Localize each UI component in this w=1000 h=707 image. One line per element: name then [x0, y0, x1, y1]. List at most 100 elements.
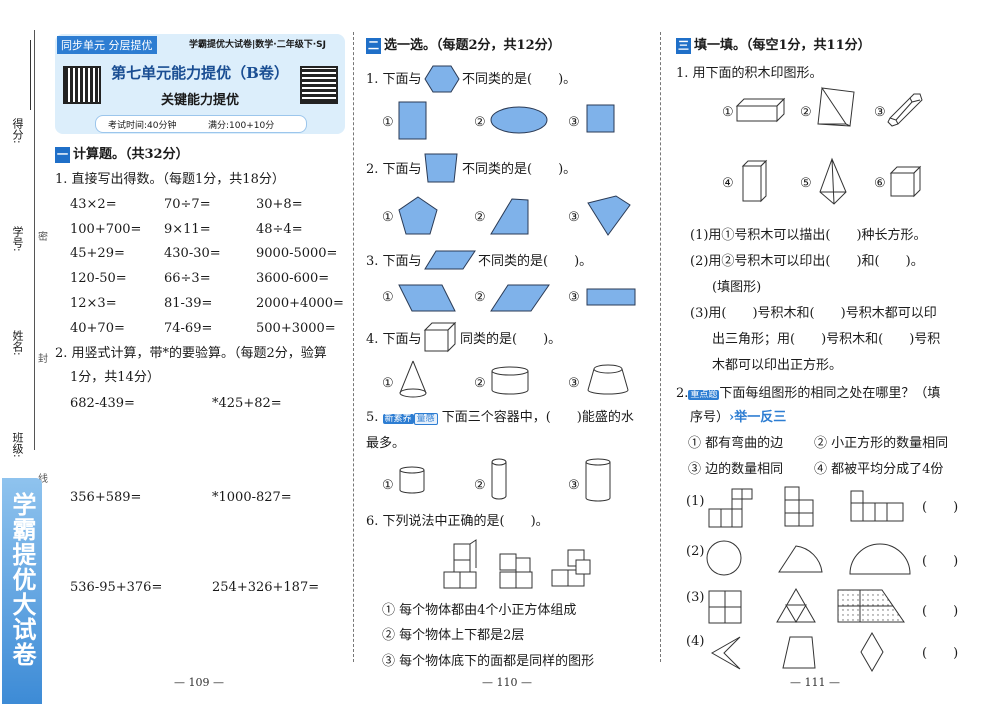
oral-item: 500+3000=	[256, 321, 336, 336]
block-num-4: ④	[722, 176, 734, 191]
oral-item: 48÷4=	[256, 222, 303, 237]
rhombus-icon	[860, 632, 884, 672]
s3-c4: ④ 都被平均分成了4份	[814, 462, 944, 477]
section3-number-icon: 三	[676, 38, 691, 54]
cuboid-block-icon	[735, 97, 786, 123]
section1-q1: 1. 直接写出得数。（每题1分，共18分）	[55, 172, 285, 187]
name-label: 姓名:	[11, 330, 24, 356]
dotted-trapezoid-icon	[837, 589, 905, 623]
s2-q2-opt3: ③	[568, 210, 580, 225]
tetromino-grid-icon	[708, 488, 753, 528]
s2-q4-opt3: ③	[568, 376, 580, 391]
column-divider-1	[353, 32, 354, 662]
s2-q4-opt2: ②	[474, 376, 486, 391]
s2-q6-statement3: ③ 每个物体底下的面都是同样的图形	[382, 654, 595, 669]
s2-q3-part2: 不同类的是( )。	[478, 254, 593, 269]
seal-char-3: 线	[38, 474, 48, 485]
s3-q2-text: 下面每组图形的相同之处在哪里？（填	[719, 386, 941, 401]
header-series: 学霸提优大试卷|数学·二年级下·SJ	[189, 40, 326, 50]
written-item: *425+82=	[212, 396, 282, 411]
oral-item: 120-50=	[70, 271, 127, 286]
row-label-3: (3)	[686, 590, 705, 605]
s3-q2-line1: 2.重点题下面每组图形的相同之处在哪里？（填	[676, 386, 940, 403]
id-label: 学号:	[11, 226, 24, 252]
s2-q6-statement2: ② 每个物体上下都是2层	[382, 628, 525, 643]
hexagonal-prism-icon	[887, 93, 923, 127]
rectangle-icon	[398, 101, 427, 140]
cube-stack-icon	[443, 539, 477, 589]
row-answer-2[interactable]: ( )	[922, 554, 959, 569]
tag-quantity-sense: 量感	[413, 413, 438, 425]
row-label-1: (1)	[686, 494, 705, 509]
kite-icon	[587, 195, 631, 236]
cone-icon	[399, 360, 427, 398]
s2-q4-opt1: ①	[382, 376, 394, 391]
section1-heading: 一计算题。（共32分）	[55, 147, 189, 163]
block-num-5: ⑤	[800, 176, 812, 191]
s2-q2-part1: 2. 下面与	[366, 162, 422, 177]
oral-item: 9×11=	[164, 222, 211, 237]
s2-q5-number: 5.	[366, 410, 379, 425]
ellipse-icon	[490, 106, 548, 134]
s2-q5-opt2: ②	[474, 478, 486, 493]
oral-item: 43×2=	[70, 197, 117, 212]
s2-q2-part2: 不同类的是( )。	[462, 162, 577, 177]
score-label: 得分:	[11, 118, 24, 144]
written-item: 682-439=	[70, 396, 135, 411]
s2-q1-part2: 不同类的是( )。	[462, 72, 577, 87]
oral-item: 66÷3=	[164, 271, 211, 286]
page-number-111: — 111 —	[790, 676, 840, 689]
cube-icon	[423, 321, 457, 353]
triangular-prism-icon	[817, 86, 855, 127]
row-answer-4[interactable]: ( )	[922, 646, 959, 661]
s2-q3-opt3: ③	[568, 290, 580, 305]
qr-code-right	[300, 66, 338, 104]
page-number-109: — 109 —	[174, 676, 224, 689]
frustum-icon	[587, 364, 629, 395]
arrowhead-icon	[710, 636, 741, 670]
s2-q1-opt3: ③	[568, 115, 580, 130]
exam-time: 考试时间:40分钟	[108, 121, 177, 131]
cube-stack-icon	[499, 553, 533, 589]
s3-p1: (1)用①号积木可以描出( )种长方形。	[690, 228, 927, 243]
s3-p2-line2: (填图形)	[712, 280, 762, 295]
block-num-1: ①	[722, 105, 734, 120]
tetromino-grid-icon	[784, 486, 814, 527]
oral-item: 12×3=	[70, 296, 117, 311]
s2-q6-statement1: ① 每个物体都由4个小正方体组成	[382, 603, 577, 618]
qr-code-left	[63, 66, 101, 104]
s2-q5-opt3: ③	[568, 478, 580, 493]
s2-q2-opt2: ②	[474, 210, 486, 225]
exam-score: 满分:100+10分	[208, 121, 275, 131]
header-subtitle: 关键能力提优	[160, 93, 239, 108]
pentagon-icon	[398, 196, 438, 235]
brand-vertical-text: 学霸提优大试卷	[8, 492, 37, 667]
s3-c1: ① 都有弯曲的边	[688, 436, 784, 451]
section1-q2-line2: 1分，共14分）	[70, 370, 160, 385]
row-label-4: (4)	[686, 634, 705, 649]
section2-number-icon: 二	[366, 38, 381, 54]
sector-icon	[778, 545, 823, 573]
row-answer-1[interactable]: ( )	[922, 500, 959, 515]
s2-q5-line2: 最多。	[366, 436, 406, 451]
link-extend[interactable]: 举一反三	[734, 410, 787, 425]
section3-heading-text: 填一填。（每空1分，共11分）	[694, 38, 871, 53]
s3-p2-line1: (2)用②号积木可以印出( )和( )。	[690, 254, 924, 269]
score-underline	[30, 40, 31, 110]
written-item: 536-95+376=	[70, 580, 163, 595]
row-answer-3[interactable]: ( )	[922, 604, 959, 619]
binding-strip: 得分: 学号: 姓名: 班级: 密 封 线 学霸提优大试卷	[0, 0, 48, 707]
tetromino-grid-icon	[850, 490, 904, 522]
oral-item: 81-39=	[164, 296, 213, 311]
header-title: 第七单元能力提优（B卷）	[111, 64, 289, 82]
triangular-pyramid-icon	[819, 157, 847, 205]
square-icon	[586, 104, 615, 133]
s3-q1: 1. 用下面的积木印图形。	[676, 66, 823, 81]
header-info-bar: 考试时间:40分钟 满分:100+10分	[95, 115, 307, 133]
written-item: *1000-827=	[212, 490, 292, 505]
s2-q2-opt1: ①	[382, 210, 394, 225]
quartered-square-icon	[708, 590, 742, 624]
tag-new-literacy: 新素养	[382, 414, 414, 424]
trapezoid-outline-icon	[782, 636, 816, 669]
oral-item: 45+29=	[70, 246, 125, 261]
